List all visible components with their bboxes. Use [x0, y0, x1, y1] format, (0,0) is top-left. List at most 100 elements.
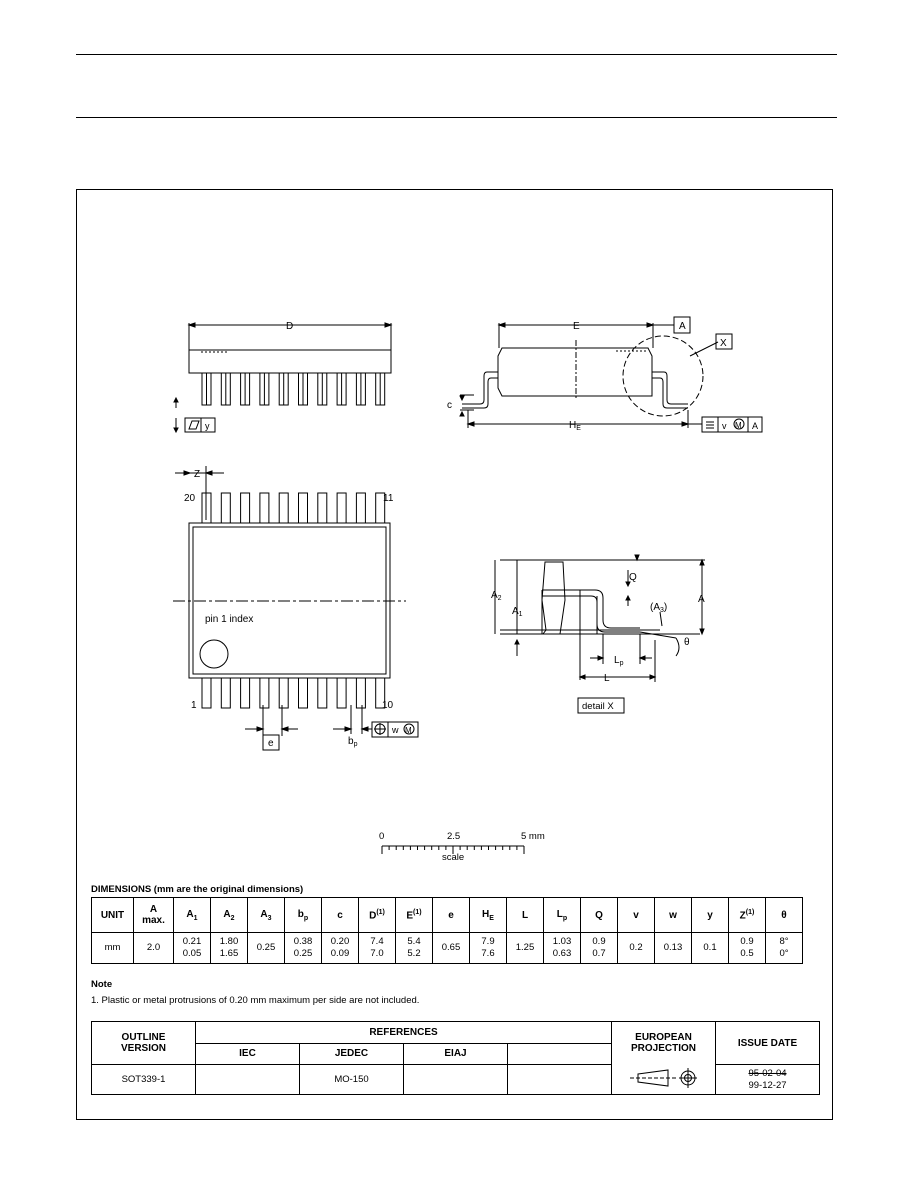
lower-lead — [220, 677, 231, 709]
european-projection-symbol — [611, 1064, 716, 1095]
dimensions-header-cell: A1 — [173, 897, 211, 933]
dimensions-header-cell: Z(1) — [728, 897, 766, 933]
dim-A2-sub: 2 — [498, 595, 502, 602]
scale-bar: 0 2.5 5 mm scale — [379, 831, 545, 863]
dim-A3-label: (A — [650, 602, 660, 613]
dimensions-header-cell: UNIT — [91, 897, 134, 933]
lower-lead — [240, 677, 251, 709]
pin-20-label: 20 — [184, 493, 196, 504]
dim-A-label: A — [698, 594, 705, 605]
upper-lead — [259, 492, 270, 524]
dim-Z-label: Z — [194, 469, 200, 480]
dim-bp-label: b — [348, 736, 354, 747]
detail-x-view: A2 A1 Q (A3) A θ Lp L detail X — [491, 554, 705, 714]
detail-X-caption: detail X — [582, 701, 614, 712]
jedec-header: JEDEC — [299, 1042, 404, 1065]
dimensions-header-cell: bp — [284, 897, 322, 933]
package-outline-frame — [76, 189, 833, 1120]
projection-symbol-icon — [629, 1067, 697, 1088]
svg-text:A2: A2 — [491, 590, 502, 602]
pin-1-label: 1 — [191, 700, 197, 711]
dimensions-header-cell: A3 — [247, 897, 285, 933]
pin-1-index-label: pin 1 index — [205, 614, 253, 625]
references-blank-value — [507, 1064, 612, 1095]
dim-D-label: D — [286, 321, 293, 332]
outline-version-value: SOT339-1 — [91, 1064, 196, 1095]
pin-10-label: 10 — [382, 700, 394, 711]
dimensions-value-cell: 2.0 — [133, 932, 174, 964]
issue-date-superseded: 95-02-04 — [748, 1067, 787, 1079]
dim-L-label: L — [604, 673, 610, 684]
dimensions-header-cell: D(1) — [358, 897, 396, 933]
tolerance-M-w: M — [405, 726, 412, 735]
dimensions-value-cell: 0.25 — [247, 932, 285, 964]
svg-text:Lp: Lp — [614, 655, 624, 667]
note-text: 1. Plastic or metal protrusions of 0.20 … — [91, 995, 420, 1006]
iec-value — [195, 1064, 300, 1095]
outline-version-header: OUTLINE VERSION — [91, 1021, 196, 1065]
scale-caption: scale — [442, 852, 464, 863]
dimensions-header-cell: HE — [469, 897, 507, 933]
upper-lead — [298, 492, 308, 524]
dimensions-value-cell: 0.65 — [432, 932, 470, 964]
dim-e-label: e — [268, 738, 274, 749]
pin-11-label: 11 — [383, 493, 394, 504]
scale-tick-2-5: 2.5 — [447, 831, 460, 842]
scale-tick-0: 0 — [379, 831, 384, 842]
dimensions-header-cell: Lp — [543, 897, 581, 933]
dimensions-header-cell: c — [321, 897, 359, 933]
dim-Lp-sub: p — [620, 660, 624, 667]
scale-ticks — [381, 846, 525, 854]
dimensions-value-cell: 8°0° — [765, 932, 803, 964]
dimensions-header-cell: A2 — [210, 897, 248, 933]
side-view: D y — [173, 321, 393, 434]
tolerance-M-v: M — [735, 421, 742, 430]
upper-lead — [336, 492, 347, 524]
upper-lead — [278, 492, 289, 524]
dim-A2-label: A — [491, 590, 498, 601]
dimensions-header-cell: y — [691, 897, 729, 933]
issue-date-values: 95-02-04 99-12-27 — [715, 1064, 820, 1095]
svg-text:bp: bp — [348, 736, 358, 748]
dimensions-header-cell: L — [506, 897, 544, 933]
dim-HE-label: H — [569, 420, 576, 431]
header-rule-bottom — [76, 117, 837, 118]
dimensions-title: DIMENSIONS (mm are the original dimensio… — [91, 884, 304, 895]
dim-A1-sub: 1 — [519, 611, 523, 618]
scale-tick-5mm: 5 mm — [521, 831, 545, 842]
issue-date-current: 99-12-27 — [748, 1079, 787, 1091]
jedec-value: MO-150 — [299, 1064, 404, 1095]
dimensions-header-cell: v — [617, 897, 655, 933]
lower-lead — [317, 677, 328, 709]
dim-A3-close: ) — [664, 602, 667, 613]
dimensions-value-cell: 0.1 — [691, 932, 729, 964]
dim-Lp-label: L — [614, 655, 620, 666]
references-header: REFERENCES — [195, 1021, 612, 1044]
european-projection-header: EUROPEAN PROJECTION — [611, 1021, 716, 1065]
dim-theta-label: θ — [684, 637, 690, 648]
dimensions-value-cell: 0.2 — [617, 932, 655, 964]
dimensions-header-cell: e — [432, 897, 470, 933]
dim-Q-label: Q — [629, 572, 637, 583]
eiaj-value — [403, 1064, 508, 1095]
datum-A-box: A — [679, 321, 686, 332]
iec-header: IEC — [195, 1042, 300, 1065]
dimensions-header-cell: E(1) — [395, 897, 433, 933]
note-title: Note — [91, 979, 113, 990]
dim-HE-sub: E — [576, 425, 581, 432]
dimensions-value-cell: 0.13 — [654, 932, 692, 964]
dim-c-label: c — [447, 400, 452, 411]
